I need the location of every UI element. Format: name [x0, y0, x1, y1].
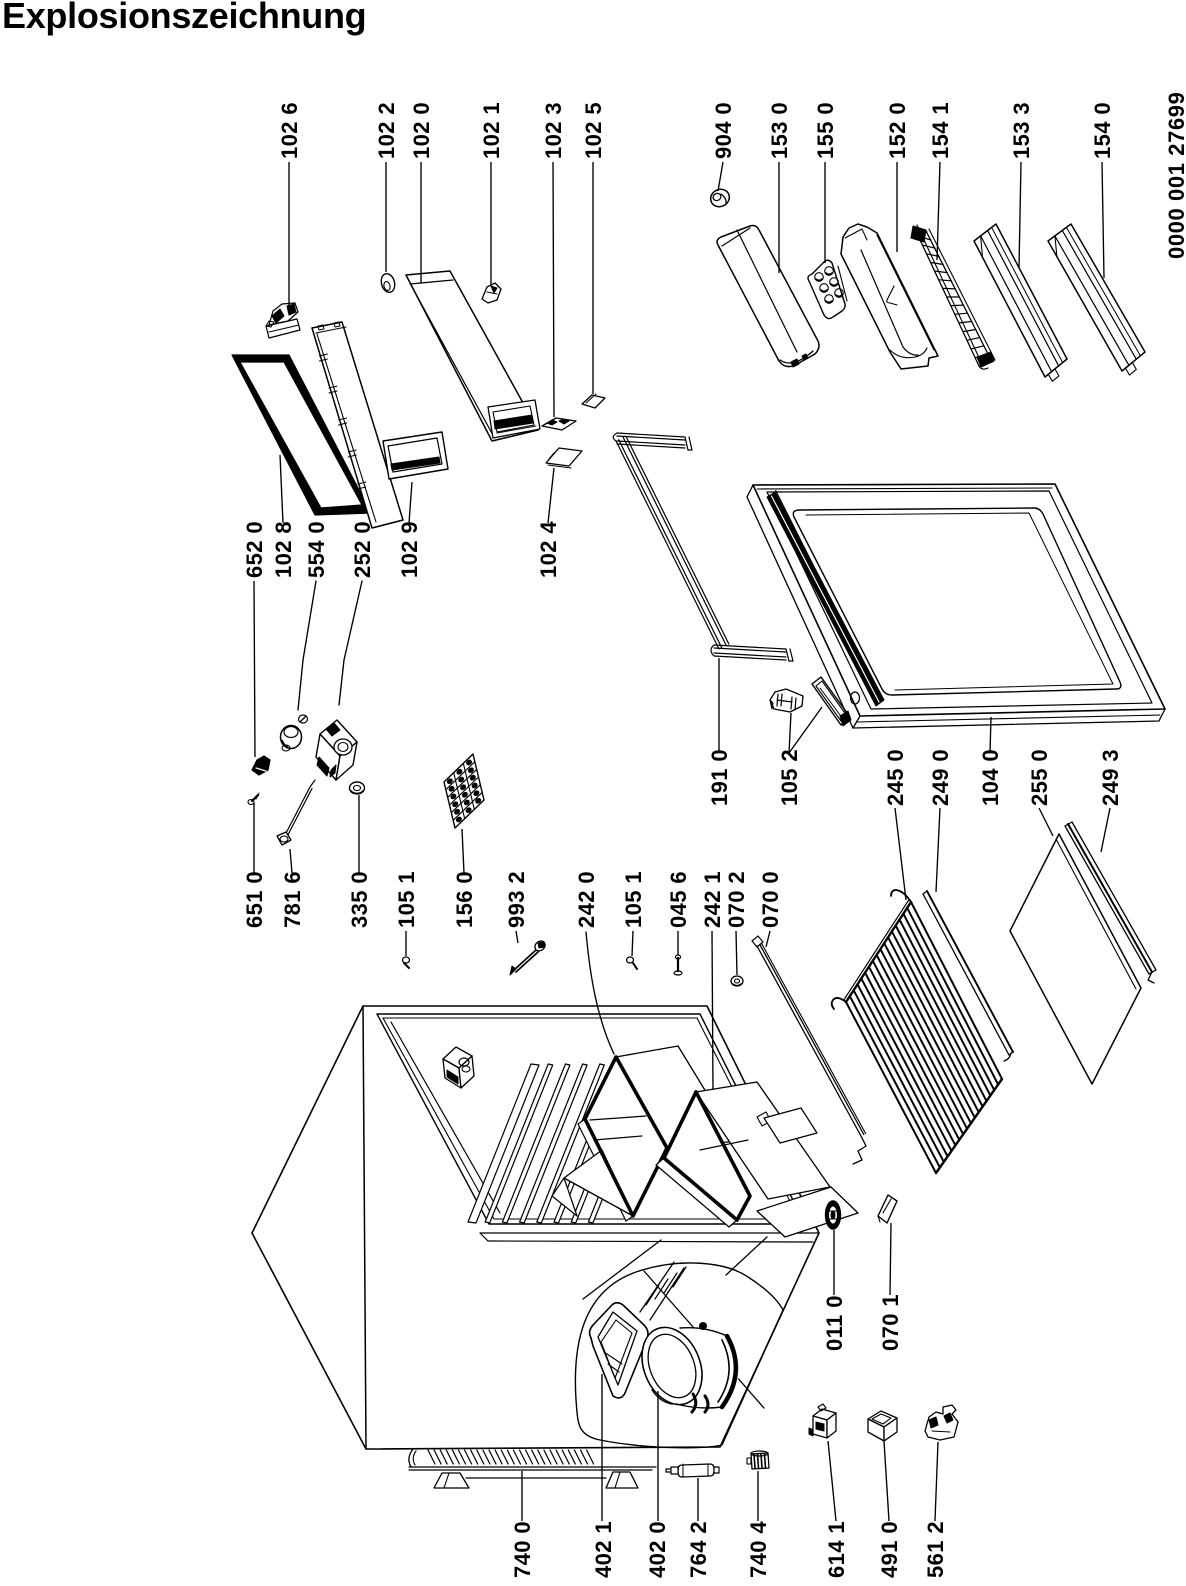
svg-text:102 4: 102 4	[536, 521, 561, 578]
svg-text:402 0: 402 0	[645, 1521, 670, 1578]
svg-text:651 0: 651 0	[242, 871, 267, 928]
svg-text:102 0: 102 0	[409, 102, 434, 159]
svg-text:652 0: 652 0	[242, 521, 267, 578]
svg-text:102 8: 102 8	[271, 521, 296, 578]
svg-text:249 3: 249 3	[1098, 749, 1123, 806]
svg-text:740 0: 740 0	[510, 1521, 535, 1578]
svg-text:561 2: 561 2	[923, 1521, 948, 1578]
svg-text:904 0: 904 0	[711, 102, 736, 159]
svg-text:102 9: 102 9	[397, 521, 422, 578]
svg-text:153 0: 153 0	[767, 102, 792, 159]
svg-text:154 0: 154 0	[1090, 102, 1115, 159]
svg-text:245 0: 245 0	[883, 749, 908, 806]
svg-text:614 1: 614 1	[824, 1521, 849, 1578]
svg-text:491 0: 491 0	[877, 1521, 902, 1578]
svg-text:152 0: 152 0	[885, 102, 910, 159]
svg-text:102 2: 102 2	[374, 102, 399, 159]
svg-text:Explosionszeichnung: Explosionszeichnung	[2, 0, 366, 36]
svg-text:105 1: 105 1	[621, 871, 646, 928]
svg-text:102 6: 102 6	[277, 102, 302, 159]
svg-text:402 1: 402 1	[591, 1521, 616, 1578]
svg-text:102 5: 102 5	[581, 102, 606, 159]
svg-text:154 1: 154 1	[928, 102, 953, 159]
svg-text:242 0: 242 0	[574, 871, 599, 928]
svg-text:105 1: 105 1	[394, 871, 419, 928]
svg-text:070 1: 070 1	[878, 1294, 903, 1351]
svg-text:252 0: 252 0	[350, 521, 375, 578]
svg-text:070 0: 070 0	[758, 871, 783, 928]
svg-text:045 6: 045 6	[666, 871, 691, 928]
svg-text:255 0: 255 0	[1027, 749, 1052, 806]
svg-text:764 2: 764 2	[686, 1521, 711, 1578]
svg-text:335 0: 335 0	[347, 871, 372, 928]
svg-text:191 0: 191 0	[707, 749, 732, 806]
svg-text:155 0: 155 0	[813, 102, 838, 159]
svg-text:070 2: 070 2	[724, 871, 749, 928]
svg-text:242 1: 242 1	[700, 871, 725, 928]
svg-text:102 1: 102 1	[479, 102, 504, 159]
svg-text:105 2: 105 2	[777, 749, 802, 806]
svg-text:740 4: 740 4	[746, 1521, 771, 1578]
svg-text:993 2: 993 2	[504, 871, 529, 928]
svg-text:781 6: 781 6	[280, 871, 305, 928]
svg-text:104 0: 104 0	[978, 749, 1003, 806]
svg-text:011 0: 011 0	[822, 1295, 847, 1351]
svg-text:102 3: 102 3	[541, 102, 566, 159]
svg-text:156 0: 156 0	[452, 871, 477, 928]
svg-text:249 0: 249 0	[928, 749, 953, 806]
svg-text:153 3: 153 3	[1009, 102, 1034, 159]
svg-text:0000 001 27699: 0000 001 27699	[1164, 92, 1186, 259]
svg-text:554 0: 554 0	[304, 521, 329, 578]
